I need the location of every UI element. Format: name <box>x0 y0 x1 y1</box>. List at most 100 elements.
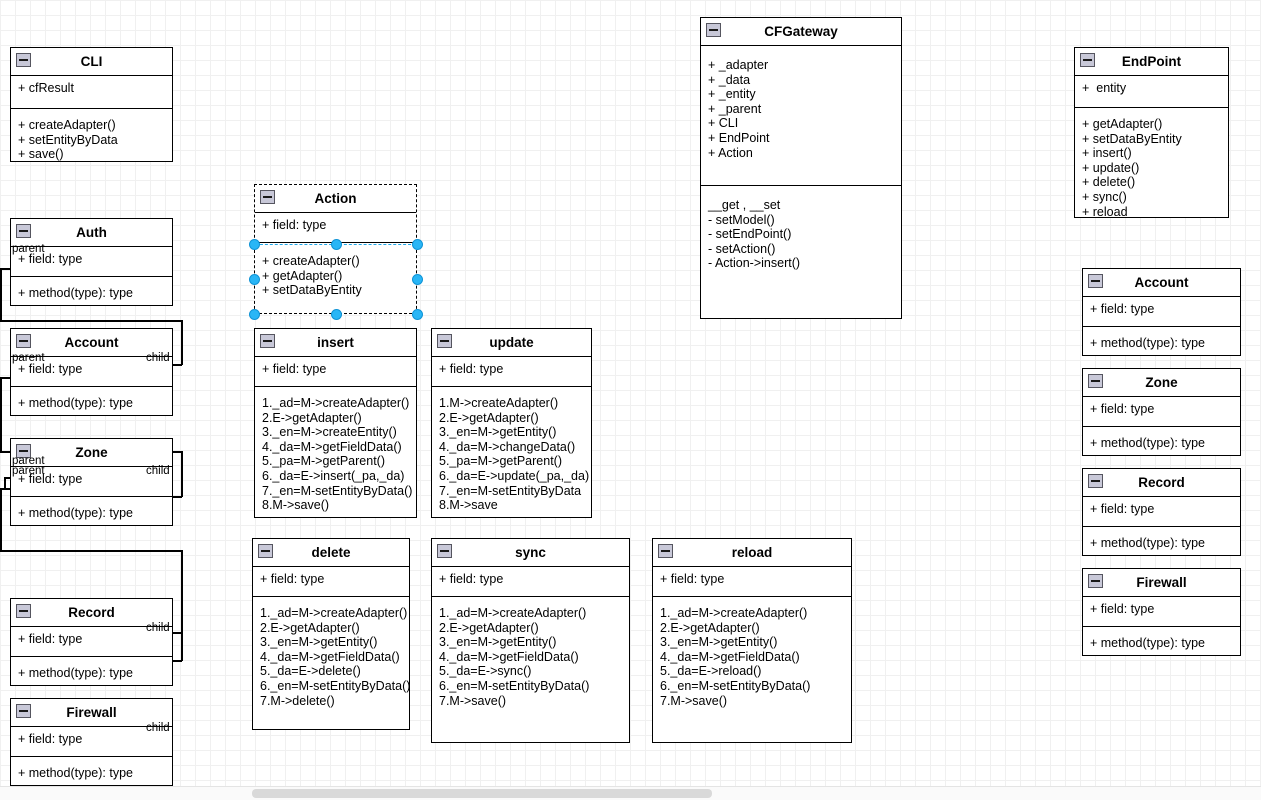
resize-handle-left-lower[interactable] <box>249 274 260 285</box>
uml-class-reload[interactable]: reload + field: type 1._ad=M->createAdap… <box>652 538 852 743</box>
class-name: Firewall <box>66 705 117 720</box>
collapse-minus-icon[interactable] <box>16 334 31 348</box>
resize-handle-right-mid[interactable] <box>412 239 423 250</box>
collapse-minus-icon[interactable] <box>16 444 31 458</box>
collapse-minus-icon[interactable] <box>258 544 273 558</box>
collapse-minus-icon[interactable] <box>16 224 31 238</box>
step-line: 2.E->getAdapter() <box>660 620 760 635</box>
step-line: 5._da=E->reload() <box>660 664 762 679</box>
collapse-minus-icon[interactable] <box>16 53 31 67</box>
uml-class-sync[interactable]: sync + field: type 1._ad=M->createAdapte… <box>431 538 630 743</box>
collapse-minus-icon[interactable] <box>16 604 31 618</box>
uml-class-firewall-right[interactable]: Firewall + field: type + method(type): t… <box>1082 568 1241 656</box>
resize-handle-bottom-mid[interactable] <box>331 309 342 320</box>
field-line: + entity <box>1082 81 1127 95</box>
field-line: + field: type <box>18 472 83 486</box>
collapse-minus-icon[interactable] <box>706 23 721 37</box>
uml-class-endpoint[interactable]: EndPoint + entity + getAdapter() + setDa… <box>1074 47 1229 219</box>
uml-fields-sync: + field: type <box>432 567 629 597</box>
step-line: 4._da=M->getFieldData() <box>439 649 579 664</box>
uml-fields-update: + field: type <box>432 357 591 387</box>
uml-title-firewall-right: Firewall <box>1083 569 1240 597</box>
method-line: + method(type): type <box>18 666 133 680</box>
field-line: + _data <box>708 72 751 87</box>
method-line: + method(type): type <box>1090 636 1205 650</box>
edge-label-auth-parent: parent <box>12 243 45 255</box>
uml-title-action: Action <box>255 185 416 213</box>
uml-fields-account-right: + field: type <box>1083 297 1240 327</box>
field-line: + field: type <box>260 572 325 586</box>
uml-class-update[interactable]: update + field: type 1.M->createAdapter(… <box>431 328 592 518</box>
connector-auth-parent-h <box>0 268 18 270</box>
method-line: + method(type): type <box>18 396 133 410</box>
uml-class-auth[interactable]: Auth + field: type + method(type): type <box>10 218 173 306</box>
uml-fields-record-right: + field: type <box>1083 497 1240 527</box>
field-line: + field: type <box>660 572 725 586</box>
resize-handle-top-mid[interactable] <box>331 239 342 250</box>
method-line: + sync() <box>1082 189 1127 204</box>
horizontal-scrollbar-track[interactable] <box>0 786 1261 800</box>
uml-steps-insert: 1._ad=M->createAdapter() 2.E->getAdapter… <box>255 387 416 519</box>
field-line: + field: type <box>439 362 504 376</box>
uml-class-cfgateway[interactable]: CFGateway + _adapter + _data + _entity +… <box>700 17 902 319</box>
uml-class-record-right[interactable]: Record + field: type + method(type): typ… <box>1082 468 1241 556</box>
class-name: delete <box>311 545 351 560</box>
uml-class-action[interactable]: Action + field: type + createAdapter() +… <box>254 184 417 314</box>
method-line: - Action->insert() <box>708 256 801 271</box>
uml-fields-zone-left: + field: type <box>11 467 172 497</box>
uml-title-account-right: Account <box>1083 269 1240 297</box>
collapse-minus-icon[interactable] <box>16 704 31 718</box>
uml-class-account-left[interactable]: Account + field: type + method(type): ty… <box>10 328 173 416</box>
uml-class-record-left[interactable]: Record + field: type + method(type): typ… <box>10 598 173 686</box>
class-name: CLI <box>80 54 103 69</box>
uml-methods-record-right: + method(type): type <box>1083 527 1240 557</box>
class-name: insert <box>317 335 354 350</box>
uml-fields-firewall-left: + field: type <box>11 727 172 757</box>
collapse-minus-icon[interactable] <box>437 544 452 558</box>
uml-class-zone-right[interactable]: Zone + field: type + method(type): type <box>1082 368 1241 456</box>
step-line: 7.M->delete() <box>260 693 335 708</box>
uml-title-firewall-left: Firewall <box>11 699 172 727</box>
resize-handle-bottom-left[interactable] <box>249 309 260 320</box>
step-line: 6._da=E->insert(_pa,_da) <box>262 468 405 483</box>
uml-title-reload: reload <box>653 539 851 567</box>
uml-class-account-right[interactable]: Account + field: type + method(type): ty… <box>1082 268 1241 356</box>
step-line: 3._en=M->getEntity() <box>260 635 378 650</box>
collapse-minus-icon[interactable] <box>260 334 275 348</box>
collapse-minus-icon[interactable] <box>437 334 452 348</box>
field-line: + field: type <box>1090 302 1155 316</box>
uml-fields-insert: + field: type <box>255 357 416 387</box>
step-line: 5._pa=M->getParent() <box>262 454 385 469</box>
method-line: + createAdapter() <box>18 118 116 132</box>
collapse-minus-icon[interactable] <box>658 544 673 558</box>
step-line: 2.E->getAdapter() <box>260 620 360 635</box>
class-name: reload <box>731 545 773 560</box>
collapse-minus-icon[interactable] <box>260 190 275 204</box>
collapse-minus-icon[interactable] <box>1088 474 1103 488</box>
step-line: 6._en=M-setEntityByData() <box>260 678 411 693</box>
field-line: + field: type <box>1090 402 1155 416</box>
uml-class-zone-left[interactable]: Zone + field: type + method(type): type <box>10 438 173 526</box>
uml-fields-endpoint: + entity <box>1075 76 1228 108</box>
horizontal-scrollbar-thumb[interactable] <box>252 789 712 798</box>
uml-class-delete[interactable]: delete + field: type 1._ad=M->createAdap… <box>252 538 410 730</box>
collapse-minus-icon[interactable] <box>1088 574 1103 588</box>
uml-class-firewall-left[interactable]: Firewall + field: type + method(type): t… <box>10 698 173 786</box>
resize-handle-bottom-right[interactable] <box>412 309 423 320</box>
connector-record-firewall-v <box>181 550 183 661</box>
collapse-minus-icon[interactable] <box>1088 374 1103 388</box>
uml-title-sync: sync <box>432 539 629 567</box>
step-line: 6._en=M-setEntityByData() <box>439 678 590 693</box>
step-line: 4._da=M->changeData() <box>439 439 576 454</box>
collapse-minus-icon[interactable] <box>1080 53 1095 67</box>
uml-fields-reload: + field: type <box>653 567 851 597</box>
resize-handle-right-lower[interactable] <box>412 274 423 285</box>
uml-methods-cli: + createAdapter() + setEntityByData + sa… <box>11 109 172 168</box>
resize-handle-left-mid[interactable] <box>249 239 260 250</box>
uml-class-cli[interactable]: CLI + cfResult + createAdapter() + setEn… <box>10 47 173 162</box>
uml-methods-auth: + method(type): type <box>11 277 172 307</box>
uml-steps-update: 1.M->createAdapter() 2.E->getAdapter() 3… <box>432 387 591 519</box>
collapse-minus-icon[interactable] <box>1088 274 1103 288</box>
uml-class-insert[interactable]: insert + field: type 1._ad=M->createAdap… <box>254 328 417 518</box>
